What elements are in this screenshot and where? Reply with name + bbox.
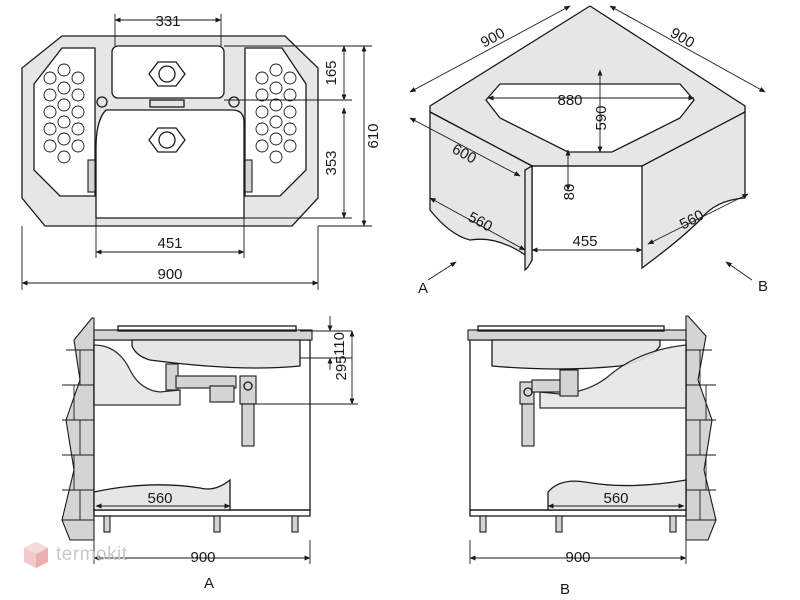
main-drain-icon (148, 127, 186, 153)
dim-900-a: 900 (190, 549, 215, 566)
dim-295: 295 (333, 355, 350, 380)
tap-hole-icon (96, 96, 108, 108)
iso-dim-590: 590 (593, 105, 610, 130)
wall-left (61, 317, 95, 541)
tap-hole-icon (228, 96, 240, 108)
top-view: 331 165 353 610 451 900 (21, 13, 382, 290)
view-arrow-a-label: A (418, 280, 428, 297)
iso-dim-900-left: 900 (478, 25, 508, 52)
upper-drain-icon (148, 61, 186, 87)
dim-560-a: 560 (147, 490, 172, 507)
dim-610: 610 (365, 123, 382, 148)
dim-451: 451 (157, 235, 182, 252)
section-b-label: B (560, 581, 570, 598)
upper-bowl (111, 45, 225, 99)
view-arrow-b-label: B (758, 278, 768, 295)
watermark-text: termokit (56, 544, 128, 565)
right-drainer (244, 47, 307, 197)
iso-dim-900-right: 900 (667, 24, 697, 51)
dim-900: 900 (157, 266, 182, 283)
cabinet-front-left-panel (524, 164, 533, 272)
dim-165: 165 (323, 60, 340, 85)
isometric-view: 900 900 880 590 600 80 560 455 560 A B (409, 5, 768, 297)
left-drainer-pattern (43, 63, 85, 164)
left-drainer (33, 47, 96, 197)
dim-353: 353 (323, 150, 340, 175)
right-drainer-pattern (255, 63, 297, 164)
dim-560-b: 560 (603, 490, 628, 507)
iso-dim-880: 880 (557, 92, 582, 109)
dim-110: 110 (331, 332, 348, 356)
dim-900-b: 900 (565, 549, 590, 566)
watermark-cube-icon (24, 542, 48, 568)
section-a-label: A (204, 575, 214, 592)
dim-331: 331 (155, 13, 180, 30)
watermark-logo: termokit (22, 540, 128, 570)
iso-dim-80: 80 (561, 184, 578, 201)
drain-trap-a (165, 363, 257, 447)
main-bowl (95, 109, 245, 219)
overflow-slot (149, 99, 185, 108)
drain-trap-b (519, 369, 579, 447)
iso-dim-455: 455 (572, 233, 597, 250)
section-view-a: 110 295 560 900 A (61, 316, 358, 592)
section-view-b: 560 900 B (467, 315, 717, 598)
